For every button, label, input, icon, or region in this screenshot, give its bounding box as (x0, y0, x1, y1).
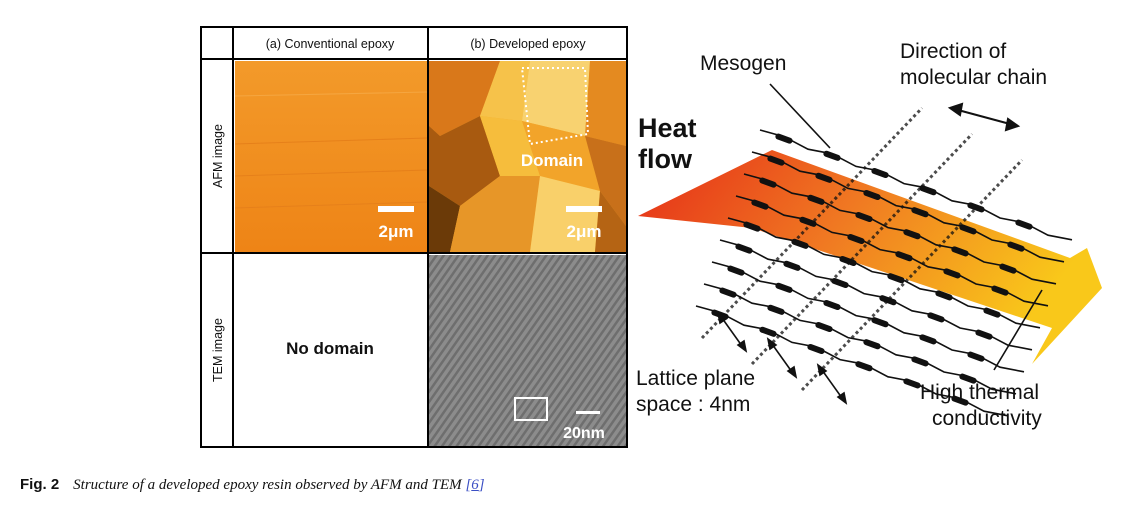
mesogen-unit (767, 155, 785, 166)
row-header-afm: AFM image (211, 124, 225, 188)
lattice-plane-line (700, 106, 924, 340)
mesogen-unit (759, 326, 777, 337)
column-header-developed: (b) Developed epoxy (470, 37, 586, 51)
mesogen-unit (807, 194, 825, 205)
high-thermal-label-line1: High thermal (920, 381, 1039, 404)
mesogen-unit (743, 221, 761, 232)
mesogen-unit (911, 207, 929, 218)
mesogen-unit (903, 378, 921, 389)
direction-label-line1: Direction of (900, 40, 1006, 63)
direction-label-line2: molecular chain (900, 66, 1047, 89)
scale-label-afm-b: 2μm (567, 222, 602, 241)
mesogen-unit (823, 299, 841, 311)
mesogen-unit (951, 395, 969, 406)
tem-highlight-box (514, 397, 548, 421)
domain-label: Domain (521, 151, 583, 170)
mesogen-unit (959, 224, 977, 235)
scale-label-tem: 20nm (563, 425, 605, 442)
mesogen-unit (727, 265, 745, 276)
mesogen-unit (871, 167, 889, 179)
mesogen-unit (855, 361, 873, 372)
lattice-label-line2: space : 4nm (636, 393, 750, 416)
mesogen-label: Mesogen (700, 52, 786, 75)
lattice-spacing-markers (716, 311, 848, 405)
mesogen-unit (775, 133, 793, 144)
mesogen-unit (991, 285, 1009, 296)
scale-bar-afm-b (566, 206, 602, 212)
mesogen-unit (1015, 219, 1033, 230)
mesogen-unit (879, 295, 897, 306)
mesogen-unit (759, 177, 777, 188)
afm-image-conventional (234, 61, 428, 252)
mesogen-unit (719, 287, 737, 298)
mesogen-unit (999, 263, 1017, 274)
mesogen-unit (775, 282, 793, 293)
figure-label: Fig. 2 (20, 476, 60, 493)
direction-double-arrow (947, 102, 1021, 132)
no-domain-label: No domain (286, 339, 374, 358)
figure-caption: Fig. 2 Structure of a developed epoxy res… (20, 476, 485, 494)
mesogen-unit (863, 189, 881, 201)
caption-reference-link[interactable]: 6 (471, 477, 479, 493)
mesogen-unit (855, 211, 873, 223)
mesogen-unit (943, 268, 961, 279)
lattice-plane-line (750, 132, 974, 366)
caption-text: Structure of a developed epoxy resin obs… (73, 477, 462, 493)
mesogen-unit (895, 251, 913, 262)
mesogen-unit (903, 229, 921, 240)
mesogen-unit (767, 304, 785, 315)
high-thermal-label-line2: conductivity (932, 407, 1042, 430)
mesogen-unit (815, 172, 833, 183)
scale-bar-tem (576, 411, 600, 414)
mesogen-unit (919, 185, 937, 196)
mesogen-unit (919, 334, 937, 345)
mesogen-unit (815, 321, 833, 333)
mesogen-unit (839, 255, 857, 267)
mesogen-unit (831, 277, 849, 289)
tem-image-developed (429, 255, 626, 446)
column-header-conventional: (a) Conventional epoxy (266, 37, 395, 51)
conductivity-pointer-line (993, 289, 1043, 371)
caption-ref-open: [ (465, 477, 472, 493)
mesogen-unit (951, 246, 969, 257)
mesogen-unit (751, 199, 769, 210)
row-header-tem: TEM image (211, 318, 225, 382)
mesogen-unit (871, 317, 889, 328)
caption-ref-close: ] (478, 477, 485, 493)
heat-flow-label-line1: Heat (638, 113, 697, 143)
heat-flow-label-line2: flow (638, 144, 693, 174)
molecular-structure-diagram: Mesogen Direction of molecular chain Hea… (636, 40, 1102, 430)
mesogen-unit (975, 329, 993, 340)
mesogen-unit (807, 343, 825, 355)
molecular-chains (695, 106, 1073, 417)
mesogen-pointer-line (769, 83, 831, 149)
mesogen-unit (935, 290, 953, 301)
mesogen-unit (735, 243, 753, 254)
mesogen-unit (983, 307, 1001, 318)
mesogen-unit (967, 351, 985, 362)
mesogen-unit (959, 373, 977, 384)
mesogen-unit (847, 233, 865, 245)
mesogen-unit (823, 150, 841, 161)
lattice-label-line1: Lattice plane (636, 367, 755, 390)
mesogen-unit (911, 356, 929, 367)
scale-bar-afm-a (378, 206, 414, 212)
afm-tem-figure-panel: (a) Conventional epoxy (b) Developed epo… (200, 26, 628, 448)
mesogen-unit (863, 339, 881, 350)
lattice-plane-line (800, 158, 1024, 392)
mesogen-unit (887, 273, 905, 284)
scale-label-afm-a: 2μm (379, 222, 414, 241)
mesogen-unit (783, 260, 801, 271)
mesogen-unit (1007, 241, 1025, 252)
afm-image-developed (429, 61, 626, 252)
mesogen-unit (927, 312, 945, 323)
